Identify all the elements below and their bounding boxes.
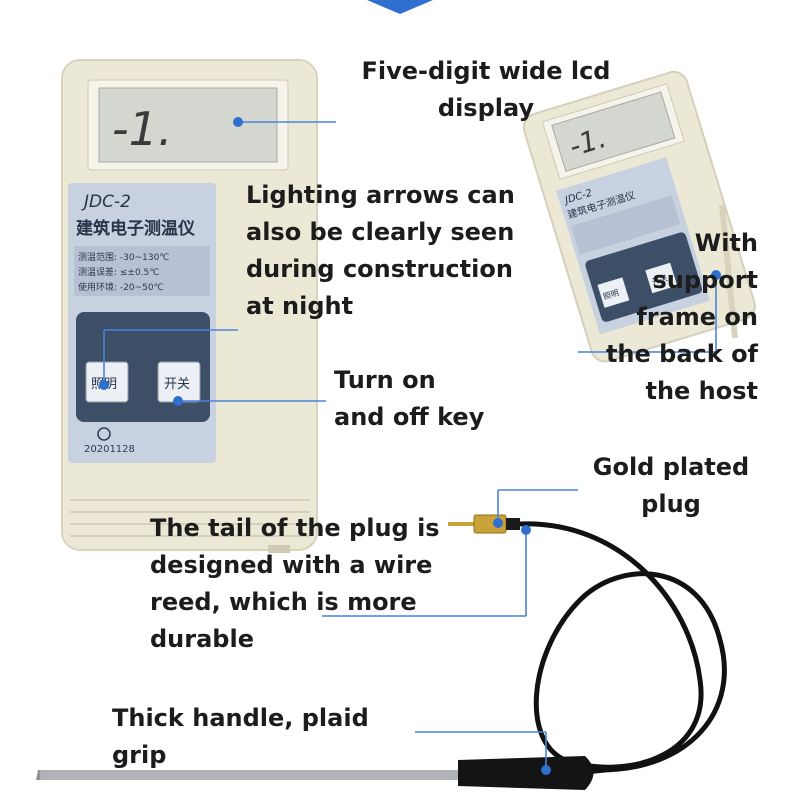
spec-env: 使用环境: -20~50℃	[78, 281, 164, 293]
annotation-lighting: Lighting arrows can also be clearly seen…	[246, 181, 515, 320]
annotation-support-frame: With support frame on the back of the ho…	[605, 229, 758, 405]
probe-handle	[458, 756, 594, 790]
spec-range: 测温范围: -30~130℃	[78, 251, 169, 263]
probe-rod	[40, 770, 460, 780]
serial-number: 20201128	[84, 444, 135, 455]
cable	[519, 521, 727, 773]
annotation-handle: Thick handle, plaid grip	[112, 704, 369, 769]
svg-text:照明: 照明	[602, 288, 620, 301]
device-model: JDC-2	[81, 192, 131, 212]
main-thermometer: -1. JDC-2 建筑电子测温仪 测温范围: -30~130℃ 测温误差: ≤…	[61, 59, 318, 553]
brand-logo	[97, 427, 111, 441]
probe-assembly	[36, 514, 727, 790]
annotation-gold-plug: Gold plated plug	[592, 453, 750, 518]
power-button-label: 开关	[164, 377, 190, 392]
side-thermometer: -1. JDC-2 建筑电子测温仪 照明 开关	[522, 70, 756, 363]
lcd-reading: -1.	[112, 102, 173, 156]
svg-text:开关: 开关	[650, 272, 668, 286]
leader-lines	[99, 117, 721, 775]
lcd-screen	[98, 87, 278, 163]
header-notch	[367, 0, 433, 14]
device-name: 建筑电子测温仪	[76, 218, 196, 239]
spec-error: 测温误差: ≤±0.5℃	[78, 266, 159, 278]
annotation-lcd: Five-digit wide lcd display	[361, 57, 611, 122]
support-frame	[719, 204, 738, 339]
annotation-power-key: Turn on and off key	[334, 366, 485, 431]
annotation-plug-tail: The tail of the plug is designed with a …	[150, 514, 440, 653]
